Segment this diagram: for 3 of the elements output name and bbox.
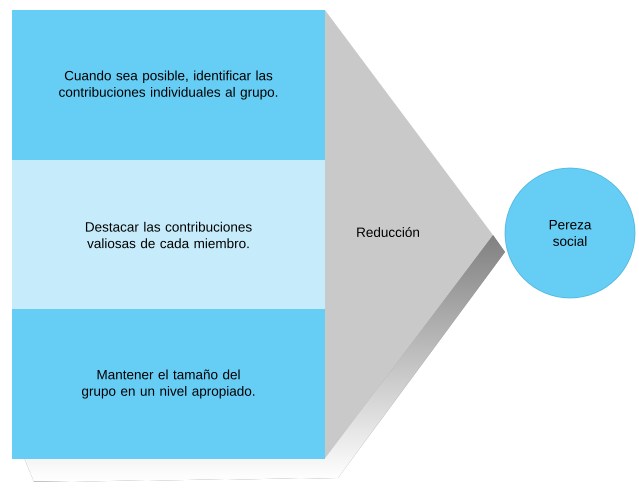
strategy-box: Cuando sea posible, identificar las contribuciones individuales al grupo.	[12, 10, 325, 160]
strategy-box: Destacar las contribuciones valiosas de cada miembro.	[12, 160, 325, 310]
strategy-box: Mantener el tamaño del grupo en un nivel apropiado.	[12, 309, 325, 459]
